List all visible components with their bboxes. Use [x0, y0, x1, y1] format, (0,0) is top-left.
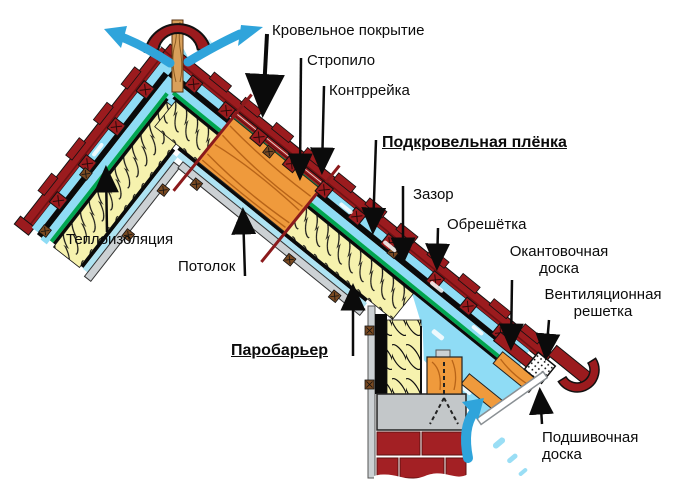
brick-wall [374, 431, 468, 488]
label-edging-board: Окантовочная доска [509, 243, 609, 277]
vapor-path-dashed [429, 362, 459, 425]
ceiling-layer [83, 161, 181, 283]
leader-underlay-film [361, 139, 387, 235]
rafter-wood-grain [201, 125, 312, 229]
eave-vent-cavity [411, 292, 537, 419]
vapor-barrier-layer [177, 146, 368, 302]
ridge-airflow-arrow-right [183, 25, 263, 67]
gutter [557, 357, 600, 393]
leader-counter-batten [310, 85, 336, 175]
section-cut-line [260, 164, 341, 263]
label-ceiling: Потолок [178, 258, 236, 275]
label-vent-grille: Вентиляционная решетка [544, 286, 662, 320]
leader-ceiling [231, 207, 257, 277]
intake-airflow-arrow [461, 398, 528, 476]
ridge-board [171, 19, 184, 93]
label-lathing: Обрешётка [447, 216, 527, 233]
leader-lathing [425, 227, 451, 271]
label-underlay-film: Подкровельная плёнка [382, 134, 567, 151]
ceiling-layer [177, 161, 366, 316]
vapor-barrier-vertical [375, 314, 387, 394]
label-rafter: Стропило [307, 52, 376, 69]
label-gap: Зазор [413, 186, 454, 203]
leader-edging-board [498, 279, 524, 351]
label-soffit-board: Подшивочная доска [542, 429, 639, 463]
leader-lines [93, 33, 561, 425]
counter-batten-layer [36, 71, 169, 238]
leader-vent-grille [535, 319, 561, 361]
label-insulation: Теплоизоляция [66, 231, 174, 248]
tile-steps [13, 66, 142, 236]
leader-soffit-board [528, 387, 554, 425]
soffit-board [475, 370, 549, 426]
leader-insulation [93, 165, 119, 233]
leader-rafter [287, 57, 313, 181]
ridge-airflow-arrow-left [104, 26, 175, 68]
ridge [104, 19, 263, 93]
wall-assembly [364, 305, 528, 488]
label-vapor-barrier: Паробарьер [231, 342, 329, 359]
leader-roof-covering [244, 33, 285, 118]
mauerlat-beam [426, 349, 463, 395]
vapor-barrier-layer [80, 148, 176, 268]
fascia-board [547, 344, 592, 384]
label-counter-batten: Контррейка [329, 82, 410, 99]
right-roof-slope [154, 43, 592, 426]
section-cut-line [172, 93, 253, 192]
insulation-column [386, 319, 422, 395]
label-roof-covering: Кровельное покрытие [272, 22, 425, 39]
